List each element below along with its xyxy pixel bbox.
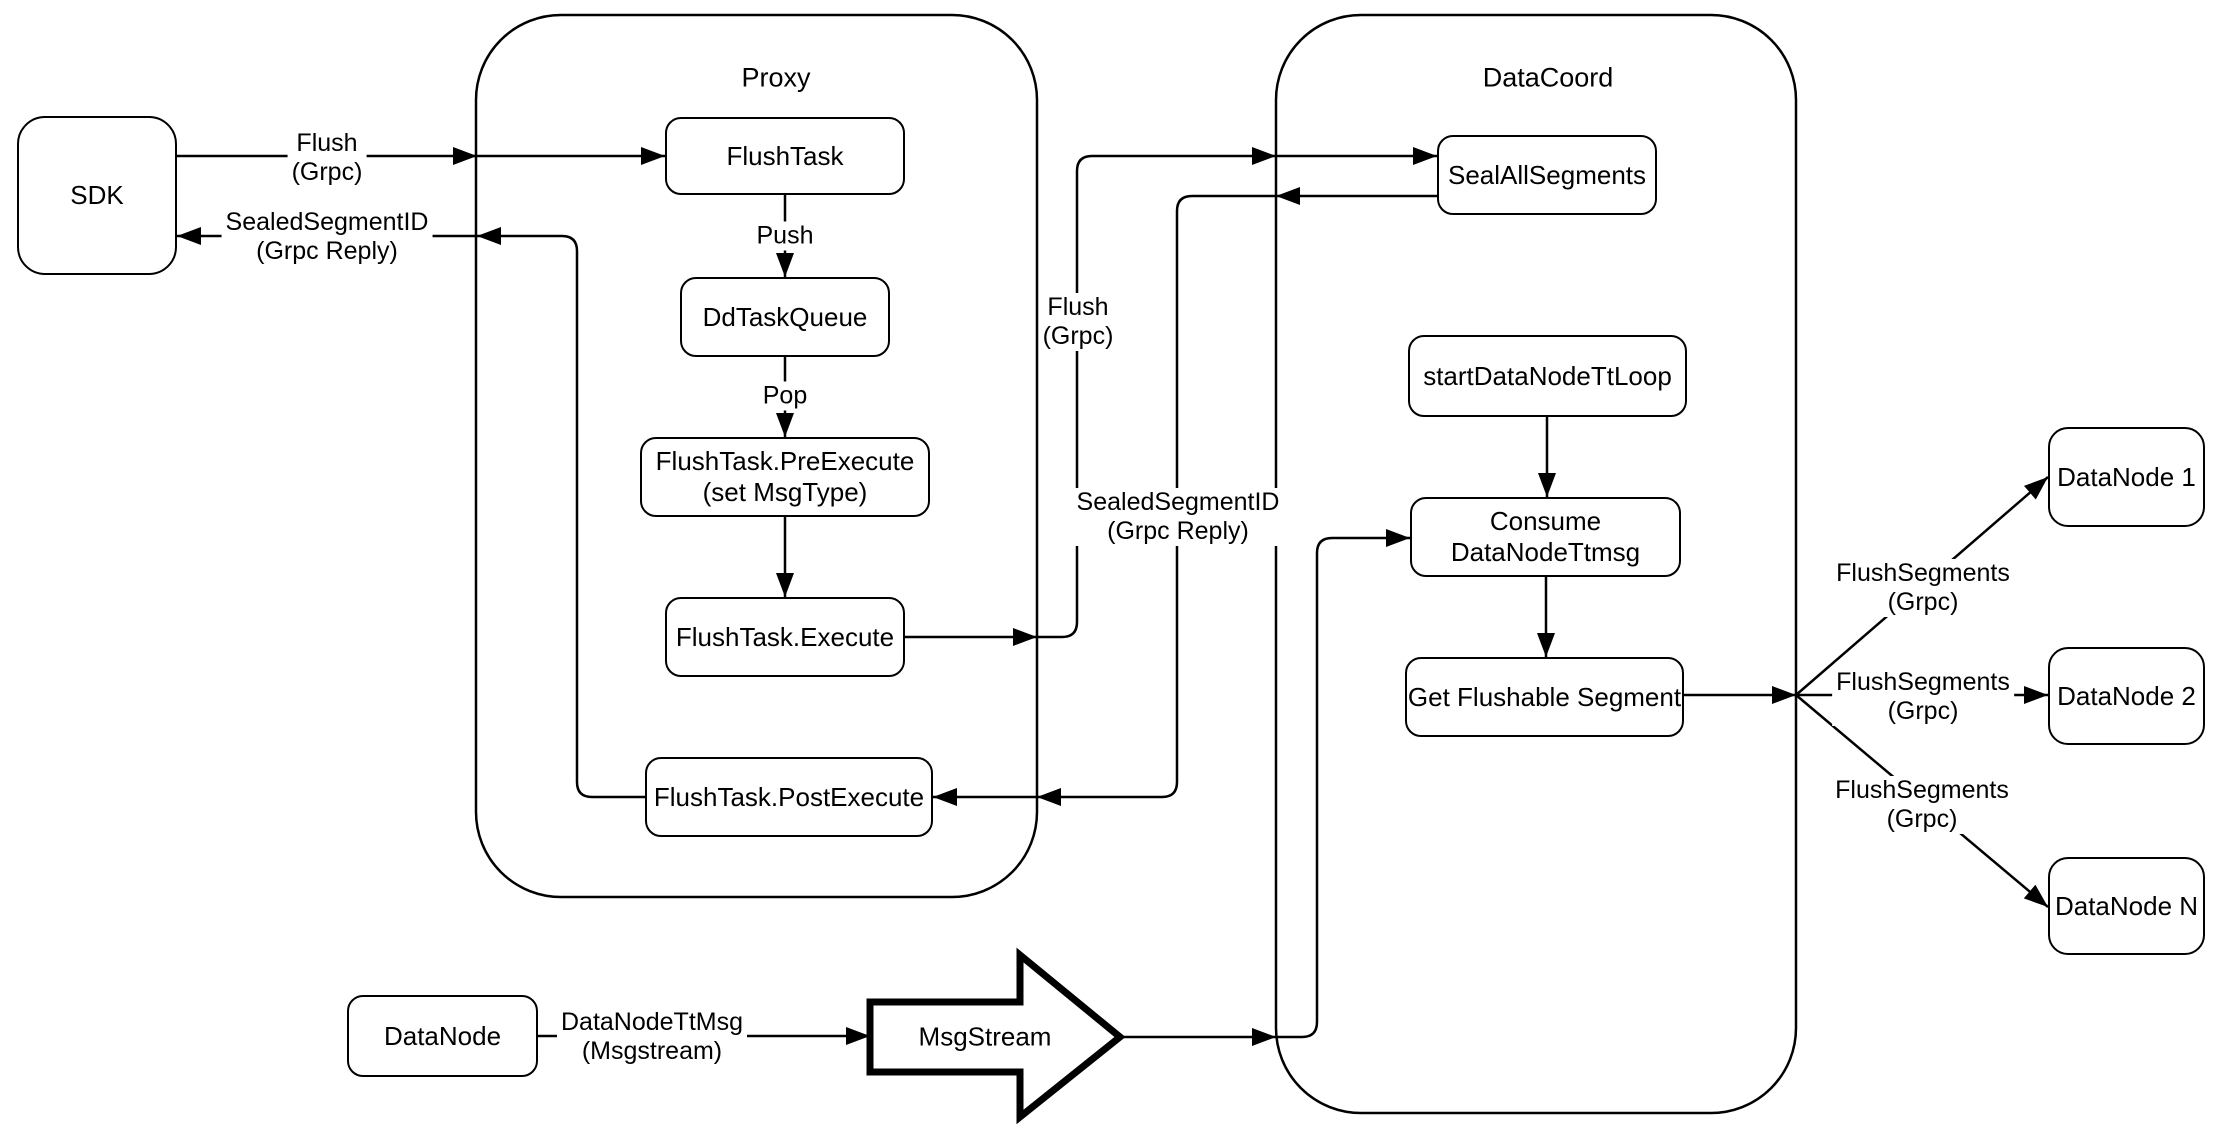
edge-label-push: Push	[752, 221, 818, 251]
edge-label-pop: Pop	[758, 381, 812, 411]
edge-label-datanodettmsg: DataNodeTtMsg (Msgstream)	[556, 1008, 748, 1066]
node-datanode-1: DataNode 1	[2048, 427, 2205, 527]
edge-consume-to-getflushable	[1537, 577, 1555, 657]
proxy-title: Proxy	[741, 62, 811, 93]
node-flushtask: FlushTask	[665, 117, 905, 195]
datacoord-title: DataCoord	[1482, 62, 1614, 93]
node-ddtaskqueue: DdTaskQueue	[680, 277, 890, 357]
node-consume-datanodettmsg: Consume DataNodeTtmsg	[1410, 497, 1681, 577]
edge-label-sealedsegmentid-sdk: SealedSegmentID (Grpc Reply)	[221, 208, 433, 266]
node-sdk: SDK	[17, 116, 177, 275]
edge-getflushable-to-fanout	[1684, 686, 1796, 704]
msgstream-label: MsgStream	[918, 1021, 1052, 1052]
edge-label-flushsegments-1: FlushSegments (Grpc)	[1832, 559, 2014, 617]
node-flushtask-execute: FlushTask.Execute	[665, 597, 905, 677]
node-flushtask-preexecute: FlushTask.PreExecute (set MsgType)	[640, 437, 930, 517]
proxy-container	[474, 13, 1039, 899]
edge-msgstream-to-consume	[1120, 529, 1410, 1046]
edge-startloop-to-consume	[1538, 417, 1556, 497]
datacoord-container	[1274, 13, 1798, 1115]
node-startdatanodettloop: startDataNodeTtLoop	[1408, 335, 1687, 417]
node-flushtask-postexecute: FlushTask.PostExecute	[645, 757, 933, 837]
node-get-flushable-segment: Get Flushable Segment	[1405, 657, 1684, 737]
node-datanode-2: DataNode 2	[2048, 647, 2205, 745]
msgstream-block-arrow	[866, 947, 1126, 1125]
node-sealallsegments: SealAllSegments	[1437, 135, 1657, 215]
edge-label-flush-grpc-sdk: Flush (Grpc)	[287, 129, 367, 187]
node-datanode-n: DataNode N	[2048, 857, 2205, 955]
edge-flush-execute-to-sealallsegments	[905, 147, 1437, 646]
node-datanode: DataNode	[347, 995, 538, 1077]
edge-label-flush-grpc-datacoord: Flush (Grpc)	[1038, 293, 1118, 351]
edge-flush-sdk-to-flushtask	[177, 147, 665, 165]
edge-label-sealedsegmentid-datacoord: SealedSegmentID (Grpc Reply)	[1072, 488, 1284, 546]
edge-reply-postexecute-to-sdk	[177, 227, 645, 799]
edge-preexecute-to-execute	[776, 517, 794, 597]
edge-label-flushsegments-2: FlushSegments (Grpc)	[1832, 668, 2014, 726]
edge-label-flushsegments-3: FlushSegments (Grpc)	[1831, 776, 2013, 834]
